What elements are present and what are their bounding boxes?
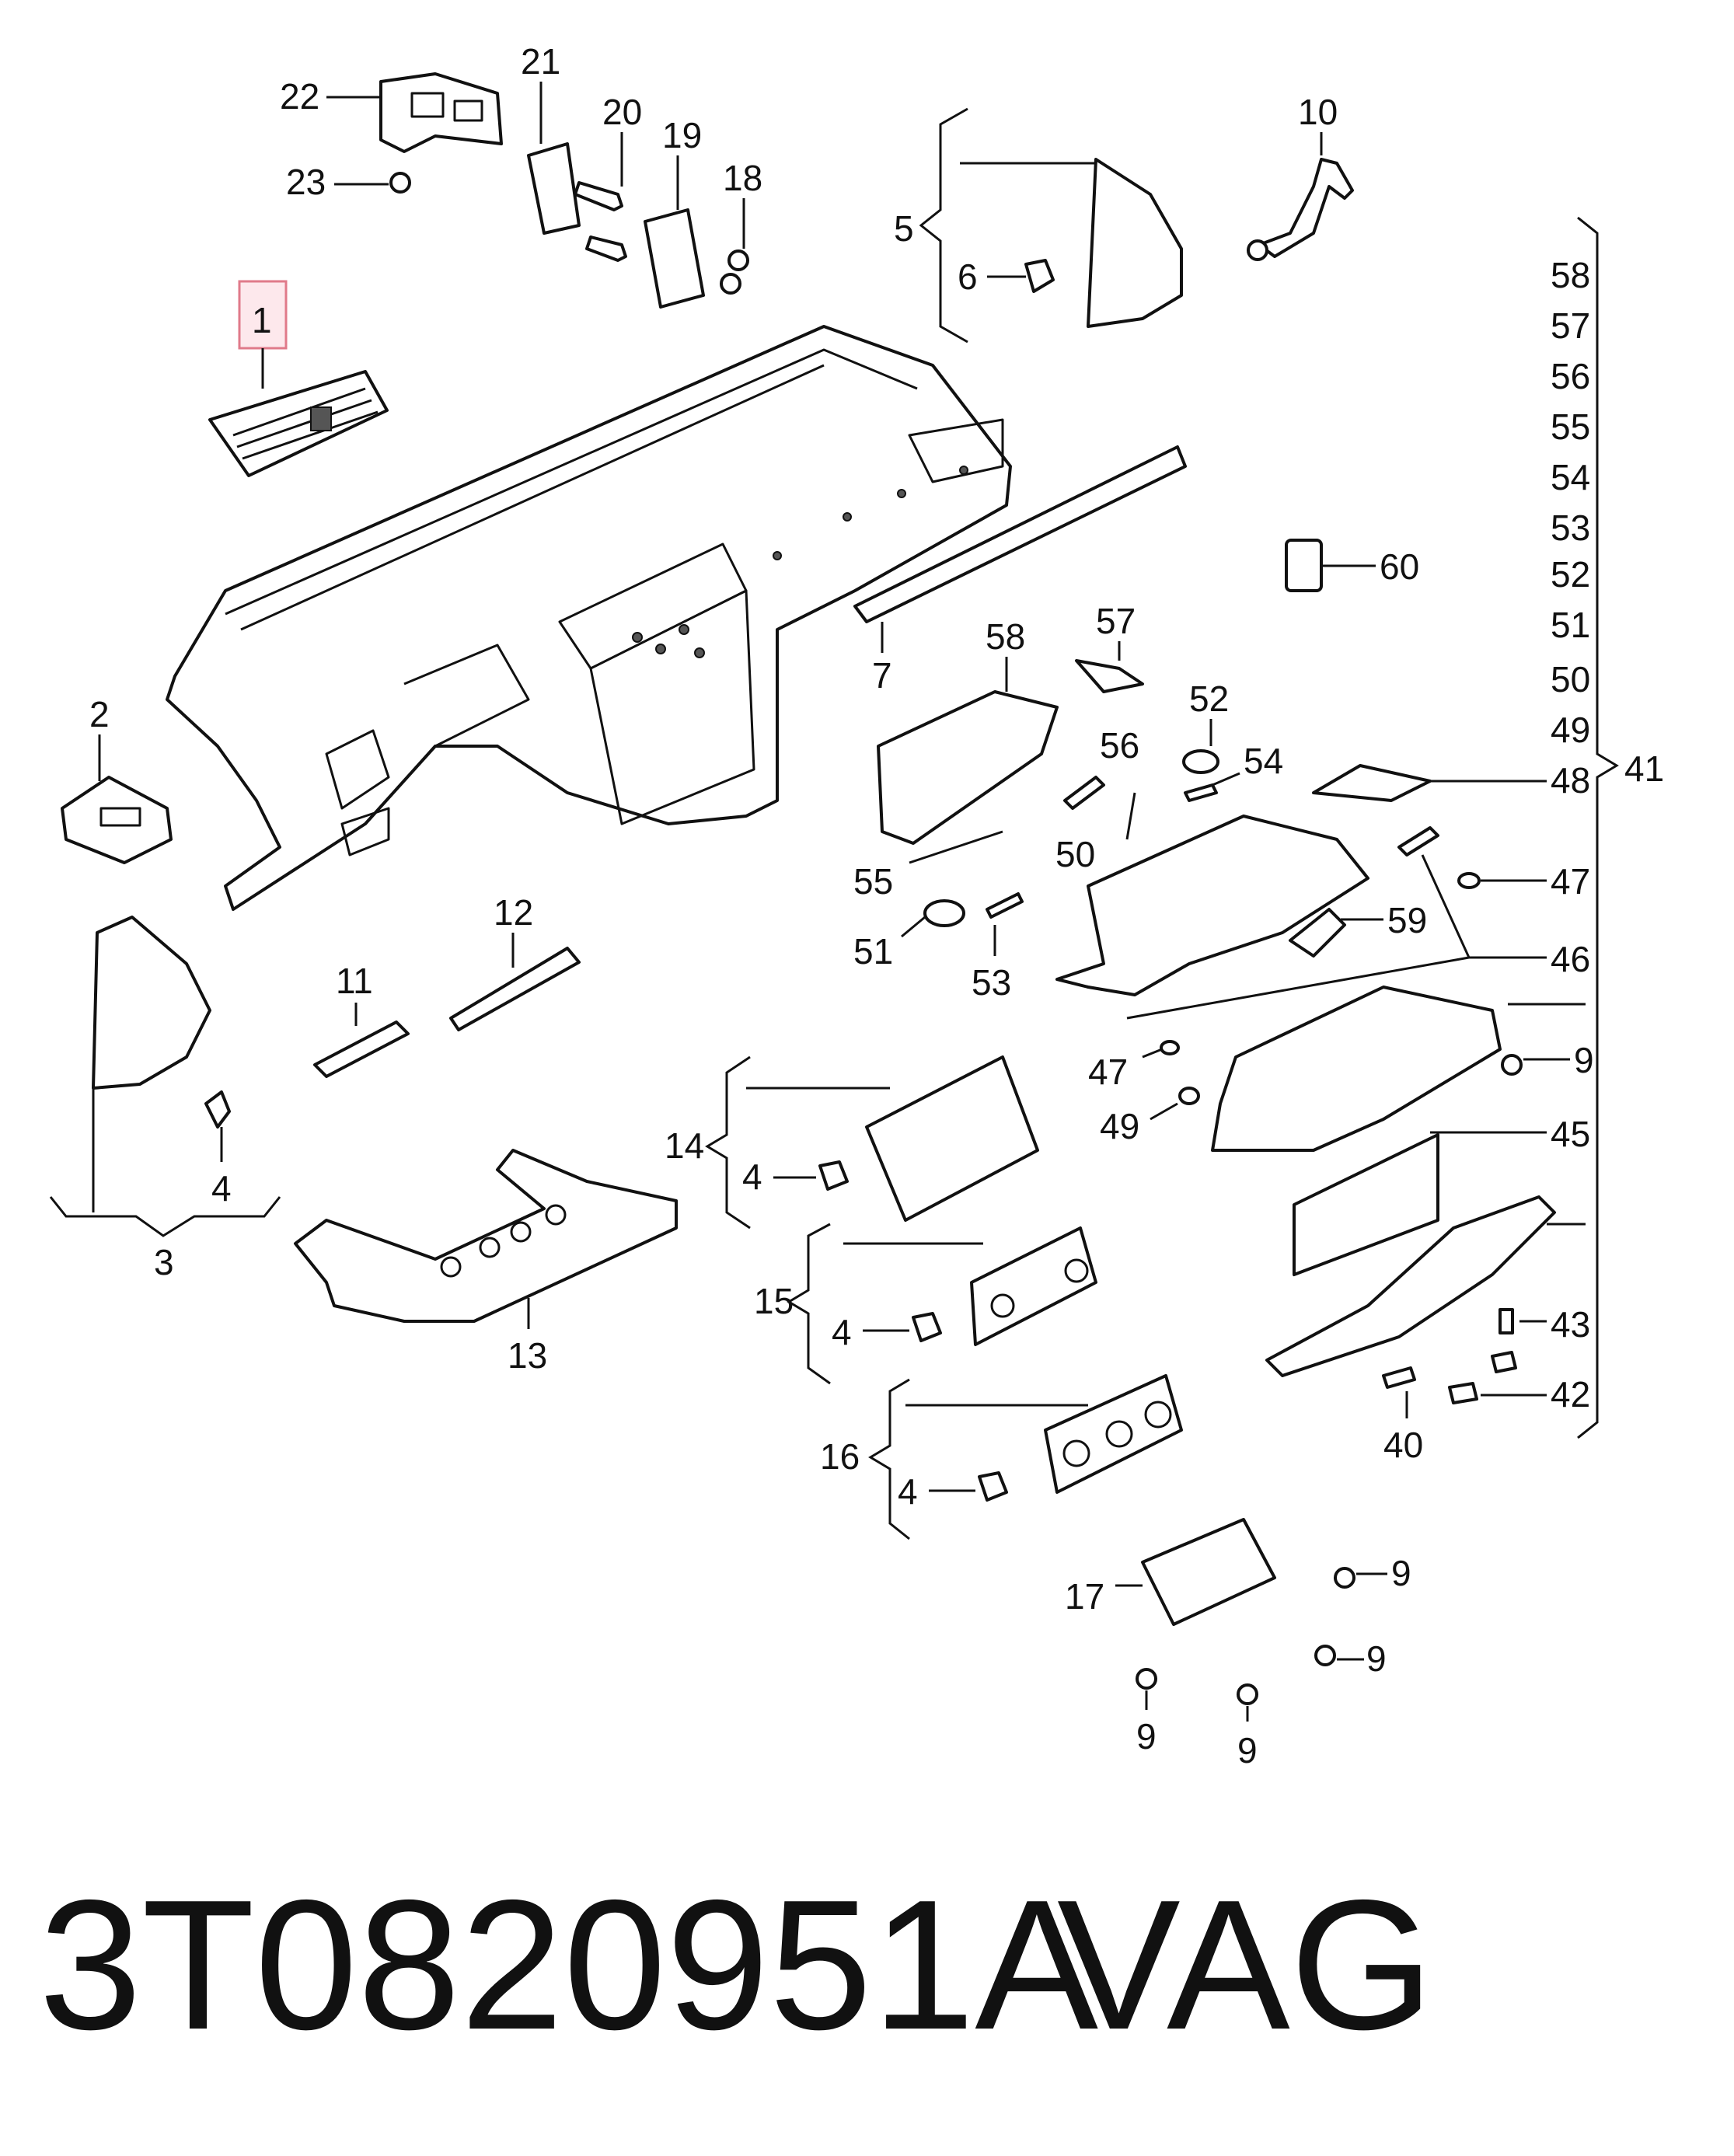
glovebox	[1211, 986, 1502, 1152]
part-number: 3T0820951A	[39, 1862, 1098, 2068]
callout-17[interactable]: 17	[1065, 1576, 1104, 1617]
callout-57-list[interactable]: 57	[1551, 305, 1590, 346]
callout-47-left[interactable]: 47	[1088, 1052, 1128, 1092]
bracket-part-21	[527, 142, 581, 235]
clip-part-23	[389, 172, 411, 194]
callout-56-list[interactable]: 56	[1551, 356, 1590, 396]
end-cover-part-3	[92, 916, 211, 1090]
callout-7[interactable]: 7	[872, 655, 892, 696]
callout-9-b[interactable]: 9	[1366, 1638, 1387, 1679]
strip-part-12	[449, 947, 581, 1031]
insulation-mat-part-13	[294, 1149, 678, 1323]
clip-part-59	[1289, 908, 1346, 958]
callout-57[interactable]: 57	[1096, 601, 1136, 641]
side-vent-part-2	[61, 776, 173, 864]
callout-19[interactable]: 19	[662, 115, 702, 155]
callout-45[interactable]: 45	[1551, 1114, 1590, 1154]
callout-46[interactable]: 46	[1551, 939, 1590, 979]
callout-4-15[interactable]: 4	[832, 1312, 852, 1352]
callout-58-list[interactable]: 58	[1551, 255, 1590, 295]
callout-50[interactable]: 50	[1055, 834, 1095, 874]
cover-part-57	[1075, 659, 1144, 693]
callout-4-16[interactable]: 4	[898, 1471, 918, 1512]
callout-23[interactable]: 23	[286, 162, 326, 202]
callout-9-c[interactable]: 9	[1136, 1716, 1157, 1757]
callout-20[interactable]: 20	[602, 92, 642, 132]
cover-part-48	[1312, 764, 1432, 802]
callout-4-14[interactable]: 4	[742, 1156, 762, 1197]
callout-54-list[interactable]: 54	[1551, 457, 1590, 497]
callout-9-a[interactable]: 9	[1391, 1553, 1411, 1593]
callout-51-list[interactable]: 51	[1551, 605, 1590, 645]
callout-56[interactable]: 56	[1100, 725, 1139, 766]
glovebox-frame	[1265, 1195, 1556, 1377]
callout-54[interactable]: 54	[1244, 741, 1283, 781]
plate-part-19	[644, 208, 705, 309]
callout-49-list[interactable]: 49	[1551, 710, 1590, 750]
callout-49[interactable]: 49	[1100, 1106, 1139, 1146]
callout-43[interactable]: 43	[1551, 1304, 1590, 1345]
duct-part-10	[1258, 158, 1354, 258]
clip-part-4-left	[204, 1090, 231, 1129]
callout-41[interactable]: 41	[1624, 748, 1664, 789]
callout-51[interactable]: 51	[853, 931, 893, 972]
clip-part-52	[1182, 749, 1219, 774]
callout-13[interactable]: 13	[508, 1335, 547, 1376]
support-bracket	[1055, 815, 1369, 996]
cover-part-22	[379, 72, 503, 153]
callout-55[interactable]: 55	[853, 861, 893, 902]
glovebox-lid	[1293, 1133, 1439, 1276]
callout-21[interactable]: 21	[521, 41, 560, 82]
callout-12[interactable]: 12	[494, 892, 533, 933]
callout-16[interactable]: 16	[820, 1436, 860, 1477]
control-panel-part-15	[970, 1226, 1097, 1346]
control-panel-part-16	[1044, 1374, 1183, 1494]
panel-part-58	[877, 690, 1059, 845]
callout-3[interactable]: 3	[154, 1242, 174, 1282]
callout-52[interactable]: 52	[1189, 679, 1229, 719]
callout-2[interactable]: 2	[89, 694, 110, 734]
callout-14[interactable]: 14	[665, 1125, 704, 1166]
callout-58[interactable]: 58	[986, 616, 1025, 657]
brand-name: VAG	[1057, 1862, 1434, 2068]
callout-40[interactable]: 40	[1383, 1425, 1423, 1465]
screw-part-18	[727, 249, 749, 271]
air-vent-part-1	[208, 370, 389, 477]
callout-47-right[interactable]: 47	[1551, 861, 1590, 902]
screw-part-20	[574, 181, 623, 211]
callout-10[interactable]: 10	[1298, 92, 1338, 132]
callout-22[interactable]: 22	[280, 76, 319, 117]
callout-9-d[interactable]: 9	[1237, 1730, 1258, 1771]
callout-55-list[interactable]: 55	[1551, 406, 1590, 447]
trim-strip-part-7	[853, 445, 1187, 623]
callout-5[interactable]: 5	[894, 208, 914, 249]
end-cap-part-5	[1087, 158, 1183, 328]
callout-53[interactable]: 53	[972, 962, 1011, 1003]
callout-15[interactable]: 15	[754, 1281, 794, 1321]
clip-part-6	[1024, 259, 1055, 293]
callout-53-list[interactable]: 53	[1551, 508, 1590, 548]
cap-part-60	[1285, 539, 1323, 592]
callout-60[interactable]: 60	[1380, 546, 1419, 587]
callout-52-list[interactable]: 52	[1551, 554, 1590, 595]
callout-48[interactable]: 48	[1551, 760, 1590, 801]
clip-part-51	[923, 899, 965, 927]
callout-50-list[interactable]: 50	[1551, 659, 1590, 699]
callout-42[interactable]: 42	[1551, 1374, 1590, 1415]
dashboard-panel	[166, 325, 1012, 911]
callout-4a[interactable]: 4	[211, 1168, 232, 1209]
callout-59[interactable]: 59	[1387, 900, 1427, 940]
callout-18[interactable]: 18	[723, 158, 762, 198]
callout-1[interactable]: 1	[252, 300, 272, 340]
callout-6[interactable]: 6	[958, 256, 978, 297]
strip-part-11	[313, 1020, 410, 1078]
radio-frame-part-14	[865, 1055, 1039, 1222]
callout-11[interactable]: 11	[336, 961, 373, 1001]
callout-9-right[interactable]: 9	[1574, 1040, 1594, 1080]
airbag-part-17	[1141, 1518, 1276, 1626]
